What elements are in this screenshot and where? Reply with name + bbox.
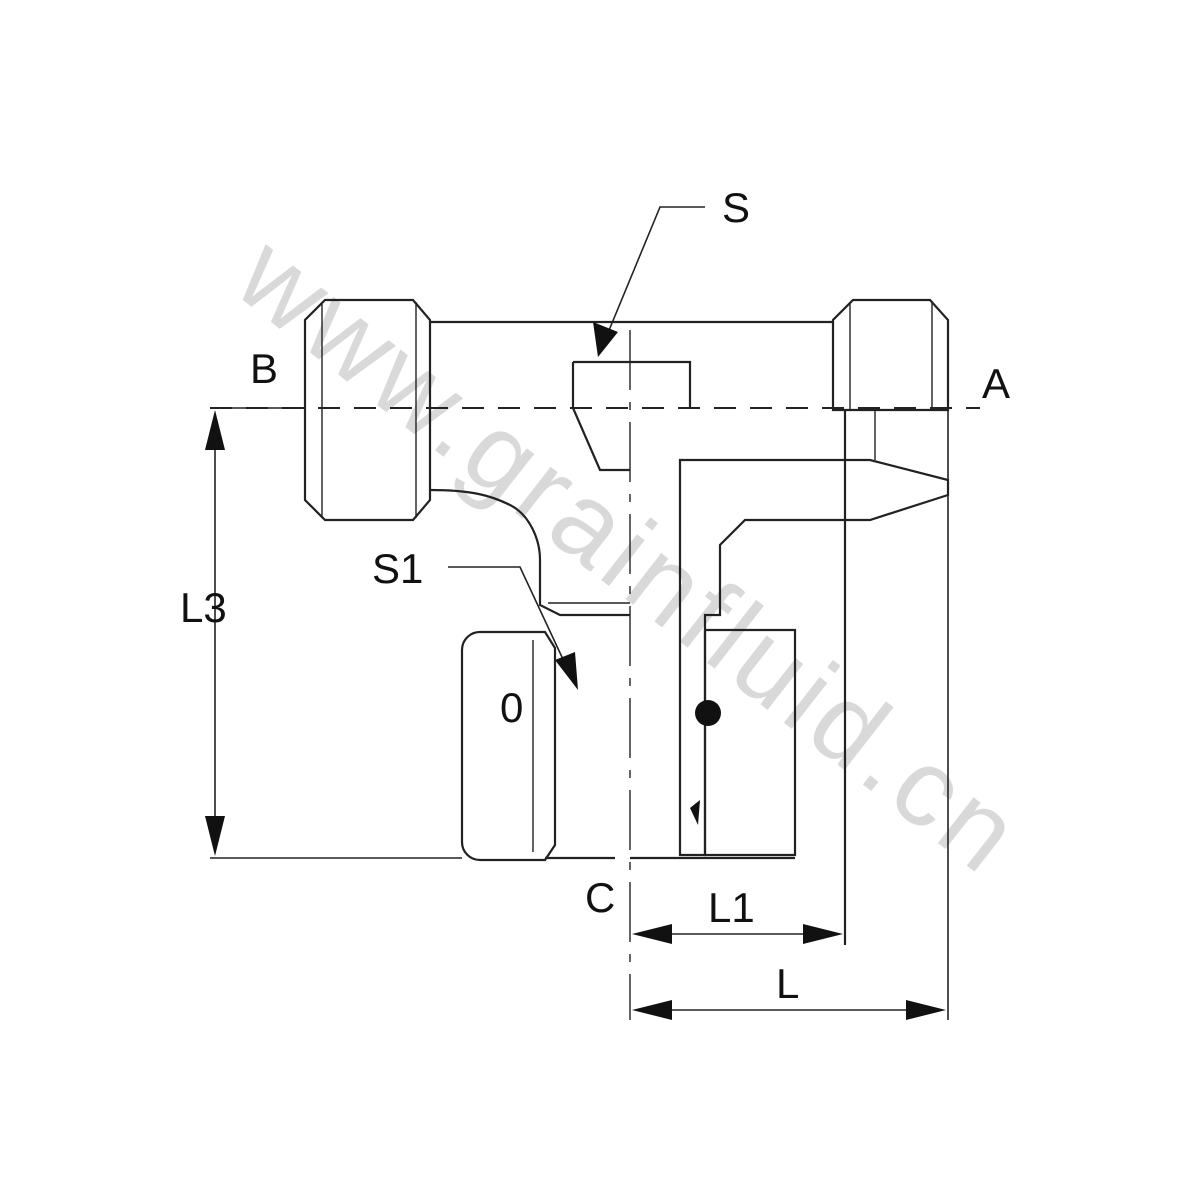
label-o: 0 [500,684,523,731]
label-b: B [250,345,278,392]
label-c: C [585,874,615,921]
seal-ball-icon [695,700,721,726]
dimension-l3 [205,407,462,859]
label-s: S [722,184,750,231]
leader-s [593,206,705,357]
label-l1: L1 [708,884,755,931]
label-s1: S1 [372,545,423,592]
label-l: L [776,960,799,1007]
label-a: A [982,360,1010,407]
dimension-l [632,410,949,1020]
label-l3: L3 [180,584,227,631]
dimension-l1 [632,924,843,944]
fitting-body [210,298,980,1020]
leader-s1 [448,566,578,690]
